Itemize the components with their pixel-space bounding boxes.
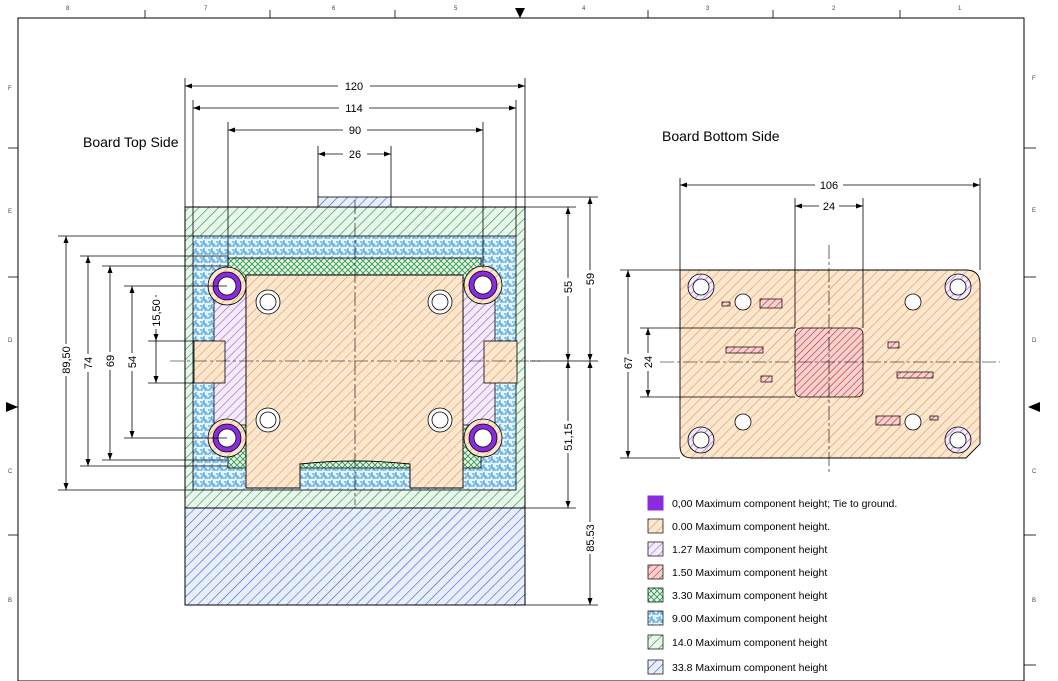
dim-15-50: 15,50 bbox=[151, 299, 163, 327]
legend-item: 0,00 Maximum component height; Tie to gr… bbox=[647, 495, 897, 511]
bottom-plain-holes bbox=[734, 293, 922, 431]
dim-69: 69 bbox=[105, 355, 117, 367]
dim-55: 55 bbox=[563, 281, 575, 293]
zone-row-c: C bbox=[8, 469, 13, 475]
legend-swatch-solid-purple bbox=[647, 495, 664, 511]
zone-col-7: 7 bbox=[204, 6, 208, 12]
legend-label: 9.00 Maximum component height bbox=[672, 613, 827, 625]
dim-89-50: 89,50 bbox=[61, 346, 73, 374]
bottom-dim-arrows bbox=[625, 182, 980, 458]
legend-swatch-orange-hatch bbox=[647, 518, 664, 534]
legend-item: 9.00 Maximum component height bbox=[647, 610, 827, 626]
zone-row-d-right: D bbox=[1032, 338, 1037, 344]
zone-row-b-right: B bbox=[1032, 598, 1036, 604]
legend-label: 33.8 Maximum component height bbox=[672, 662, 827, 674]
mounting-hole-top-right bbox=[463, 265, 503, 305]
legend-label: 0,00 Maximum component height; Tie to gr… bbox=[672, 498, 897, 510]
connector-right bbox=[483, 340, 518, 384]
legend-swatch-green-cross bbox=[647, 587, 664, 603]
board-top-side: Board Top Side bbox=[58, 78, 598, 606]
legend-swatch-purple-hatch bbox=[647, 541, 664, 557]
zone-row-d: D bbox=[8, 338, 13, 344]
legend-item: 1.50 Maximum component height bbox=[647, 564, 827, 580]
zone-row-c-right: C bbox=[1032, 469, 1037, 475]
connector-left bbox=[193, 340, 226, 384]
legend-item: 33.8 Maximum component height bbox=[647, 659, 827, 675]
dim-85-53: 85.53 bbox=[585, 524, 597, 552]
zone-row-e: E bbox=[8, 209, 12, 215]
region-33-8 bbox=[184, 507, 526, 606]
zone-col-8: 8 bbox=[66, 6, 70, 12]
bottom-mounting-holes bbox=[687, 273, 972, 454]
zone-col-6: 6 bbox=[332, 6, 336, 12]
bottom-small-components bbox=[721, 298, 939, 426]
zone-col-2: 2 bbox=[832, 6, 836, 12]
dim-26: 26 bbox=[349, 149, 361, 161]
zone-col-3: 3 bbox=[706, 6, 710, 12]
dim-74: 74 bbox=[83, 357, 95, 369]
dim-90: 90 bbox=[349, 125, 361, 137]
legend-label: 1.50 Maximum component height bbox=[672, 567, 827, 579]
legend-swatch-blue-hatch bbox=[647, 659, 664, 675]
drawing-frame: 8 7 6 5 4 3 2 1 F E D C B F E D C B bbox=[6, 6, 1040, 681]
bottom-center-lines bbox=[660, 245, 1000, 474]
dim-54: 54 bbox=[127, 356, 139, 368]
legend-swatch-blue-brick bbox=[647, 610, 664, 626]
top-side-title: Board Top Side bbox=[83, 134, 179, 150]
legend-label: 1.27 Maximum component height bbox=[672, 544, 827, 556]
legend-item: 0.00 Maximum component height. bbox=[647, 518, 830, 534]
dim-106: 106 bbox=[820, 180, 838, 192]
legend: 0,00 Maximum component height; Tie to gr… bbox=[647, 495, 897, 675]
zone-col-5: 5 bbox=[454, 6, 458, 12]
board-bottom-side: Board Bottom Side bbox=[620, 128, 1000, 474]
dim-59: 59 bbox=[585, 273, 597, 285]
zone-row-b: B bbox=[8, 598, 12, 604]
zone-col-1: 1 bbox=[958, 6, 962, 12]
dim-67: 67 bbox=[623, 357, 635, 369]
zone-col-4: 4 bbox=[582, 6, 586, 12]
dim-120: 120 bbox=[345, 81, 363, 93]
legend-item: 14.0 Maximum component height bbox=[647, 634, 827, 650]
legend-swatch-green-hatch bbox=[647, 634, 664, 650]
bottom-side-title: Board Bottom Side bbox=[662, 128, 780, 144]
top-left-vertical-arrows bbox=[63, 236, 159, 490]
center-arrow-left-icon bbox=[6, 402, 18, 412]
dim-24-horizontal: 24 bbox=[823, 201, 835, 213]
legend-label: 0.00 Maximum component height. bbox=[672, 521, 830, 533]
region-0-00-top bbox=[245, 274, 464, 489]
top-center-lines bbox=[170, 200, 540, 505]
zone-row-f: F bbox=[8, 86, 12, 92]
center-arrow-top-icon bbox=[515, 8, 525, 18]
zone-row-f-right: F bbox=[1032, 76, 1036, 82]
dim-51-15: 51,15 bbox=[563, 423, 575, 451]
top-right-vertical-arrows bbox=[565, 197, 593, 605]
dim-24-vertical: 24 bbox=[643, 356, 655, 368]
legend-item: 1.27 Maximum component height bbox=[647, 541, 827, 557]
mounting-hole-bottom-right bbox=[463, 418, 503, 458]
top-plain-holes bbox=[255, 289, 453, 433]
top-horizontal-arrows bbox=[185, 83, 525, 157]
top-tab-26 bbox=[317, 196, 392, 208]
center-arrow-right-icon bbox=[1028, 402, 1040, 412]
legend-label: 14.0 Maximum component height bbox=[672, 637, 827, 649]
legend-item: 3.30 Maximum component height bbox=[647, 587, 827, 603]
legend-swatch-red-hatch bbox=[647, 564, 664, 580]
dim-114: 114 bbox=[345, 103, 363, 115]
zone-row-e-right: E bbox=[1032, 208, 1036, 214]
legend-label: 3.30 Maximum component height bbox=[672, 590, 827, 602]
top-horizontal-dims bbox=[184, 78, 526, 268]
